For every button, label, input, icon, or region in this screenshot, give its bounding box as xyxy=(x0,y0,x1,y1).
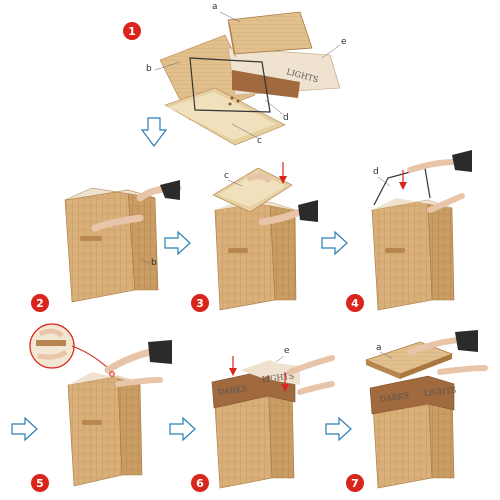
wire-frame-part xyxy=(189,57,271,113)
handle xyxy=(80,236,102,241)
outline-arrow-icon xyxy=(321,230,348,256)
part-label-d-step4: d xyxy=(373,167,379,177)
step2-open-basket xyxy=(64,180,182,303)
part-label-a: a xyxy=(212,2,218,12)
liner-darks-text-step7: DARKS xyxy=(379,391,410,404)
part-label-a-step7: a xyxy=(376,343,382,353)
part-label-e-step6: e xyxy=(284,346,290,356)
outline-arrow-icon xyxy=(164,230,191,256)
outline-down-arrow-icon xyxy=(140,117,168,147)
part-label-b-step2: b xyxy=(151,258,157,268)
wire-frame xyxy=(373,167,431,206)
step-badge-3: 3 xyxy=(191,294,209,312)
lid-part xyxy=(227,11,313,55)
step3-insert-base xyxy=(212,162,318,311)
step-badge-5: 5 xyxy=(31,474,49,492)
part-label-c: c xyxy=(257,136,262,146)
step6-insert-liner: DARKS LIGHTS xyxy=(211,355,335,489)
step5-fasten xyxy=(29,323,172,487)
red-pointer-arrow-icon xyxy=(279,162,287,184)
step-badge-4: 4 xyxy=(346,294,364,312)
step1-parts: LIGHTS xyxy=(154,11,341,146)
liner-lights-text-step6: LIGHTS xyxy=(261,372,294,384)
part-label-b: b xyxy=(146,64,152,74)
red-pointer-arrow-icon xyxy=(399,170,407,190)
step-badge-2: 2 xyxy=(31,294,49,312)
step4-insert-frame xyxy=(371,150,472,311)
step-badge-1: 1 xyxy=(123,22,141,40)
liner-lights-text-step7: LIGHTS xyxy=(423,386,456,398)
part-label-e: e xyxy=(341,37,347,47)
part-label-d: d xyxy=(283,113,289,123)
liner-darks-text: DARKS xyxy=(217,384,248,397)
flow-arrows xyxy=(11,230,352,442)
step-badge-6: 6 xyxy=(191,474,209,492)
outline-arrow-icon xyxy=(325,416,352,442)
part-label-c-step3: c xyxy=(224,171,229,181)
outline-arrow-icon xyxy=(169,416,196,442)
outline-arrow-icon xyxy=(11,416,38,442)
step7-place-lid: DARKS LIGHTS xyxy=(364,330,488,489)
step-badge-7: 7 xyxy=(346,474,364,492)
red-pointer-arrow-icon xyxy=(229,356,289,392)
